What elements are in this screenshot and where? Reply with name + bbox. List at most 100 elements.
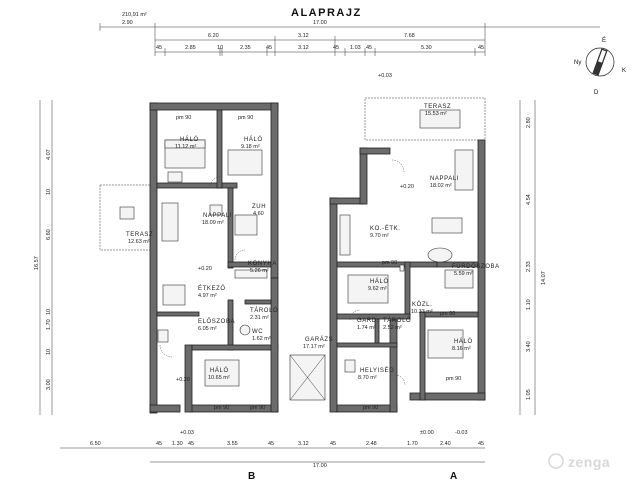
svg-text:8.16 m²: 8.16 m² [452,346,471,352]
left-dimensions: 4.07 10 6.60 16.57 10 1.70 10 3.00 [34,100,53,415]
svg-text:45: 45 [333,45,339,51]
svg-text:1.70: 1.70 [407,441,418,447]
svg-text:10: 10 [46,349,52,355]
svg-text:3.55: 3.55 [227,441,238,447]
terrace-a-outline [364,97,486,141]
svg-text:+0.20: +0.20 [400,184,414,190]
svg-text:1.70: 1.70 [46,319,52,330]
terrace-b-outline [99,184,151,251]
svg-text:ÉTKEZŐ: ÉTKEZŐ [198,285,226,292]
svg-text:16.57: 16.57 [34,256,40,270]
bottom-dimensions: 6.50 45 1.30 45 3.55 45 3.12 45 2.48 1.7… [60,441,485,469]
svg-text:TERASZ: TERASZ [126,232,153,238]
svg-text:2.40: 2.40 [440,441,451,447]
svg-text:GARÁZS: GARÁZS [305,336,333,343]
svg-text:KÖZL.: KÖZL. [412,301,432,308]
svg-text:FÜRDŐSZOBA: FÜRDŐSZOBA [452,263,500,270]
svg-text:45: 45 [188,441,194,447]
svg-text:9.62 m²: 9.62 m² [368,286,387,292]
svg-text:É: É [602,37,606,44]
svg-text:+0.03: +0.03 [180,430,194,436]
svg-text:ZUH: ZUH [252,204,266,210]
plan-title: ALAPRAJZ [291,7,362,19]
svg-text:pm 90: pm 90 [250,405,265,411]
svg-text:3.00: 3.00 [46,379,52,390]
svg-text:45: 45 [156,45,162,51]
svg-text:17.17 m²: 17.17 m² [303,344,325,350]
svg-text:5.30: 5.30 [421,45,432,51]
svg-text:pm 90: pm 90 [440,311,455,317]
svg-text:1.74 m²: 1.74 m² [357,325,376,331]
section-b-label: B [248,471,255,480]
svg-text:4.54: 4.54 [526,194,532,205]
svg-text:HÁLÓ: HÁLÓ [210,367,229,374]
svg-text:GARD.: GARD. [357,318,379,324]
svg-text:10.33 m²: 10.33 m² [411,309,433,315]
svg-text:10.65 m²: 10.65 m² [208,375,230,381]
svg-text:6.50: 6.50 [90,441,101,447]
svg-text:6.05 m²: 6.05 m² [198,326,217,332]
svg-text:9.70 m²: 9.70 m² [370,233,389,239]
svg-text:KONYHA: KONYHA [248,261,277,267]
svg-text:3.12: 3.12 [298,45,309,51]
svg-text:TERASZ: TERASZ [424,104,451,110]
svg-text:1.30: 1.30 [172,441,183,447]
svg-text:Ny: Ny [574,60,581,66]
svg-text:-0.03: -0.03 [455,430,468,436]
svg-text:NAPPALI: NAPPALI [430,176,459,182]
svg-text:+0.03: +0.03 [378,73,392,79]
svg-text:pm 90: pm 90 [238,115,253,121]
small-annotations: pm 90 pm 90 pm 90 pm 90 pm 90 pm 90 pm 9… [176,73,468,436]
room-kozl: KÖZL.10.33 m² [411,301,433,315]
svg-text:3.12: 3.12 [298,441,309,447]
svg-text:14.07: 14.07 [541,271,547,285]
svg-text:1.62 m²: 1.62 m² [252,336,271,342]
svg-text:9.18 m²: 9.18 m² [241,144,260,150]
room-wc-b: WC1.62 m² [252,329,271,342]
svg-text:K: K [622,68,626,74]
svg-text:NAPPALI: NAPPALI [203,213,232,219]
svg-text:1.03: 1.03 [350,45,361,51]
svg-text:TÁROLÓ: TÁROLÓ [250,307,278,314]
room-gard: GARD.1.74 m² [357,318,379,331]
zenga-logo: zenga [548,453,610,470]
svg-text:2.85: 2.85 [185,45,196,51]
svg-text:HÁLÓ: HÁLÓ [370,278,389,285]
svg-text:pm 90: pm 90 [214,405,229,411]
svg-text:2.35: 2.35 [240,45,251,51]
svg-text:HÁLÓ: HÁLÓ [180,136,199,143]
svg-text:45: 45 [268,441,274,447]
svg-text:18.09 m²: 18.09 m² [202,220,224,226]
svg-text:HELYISÉG: HELYISÉG [360,367,394,374]
svg-text:45: 45 [366,45,372,51]
svg-text:pm 90: pm 90 [446,376,461,382]
svg-text:45: 45 [330,441,336,447]
svg-text:15.53 m²: 15.53 m² [425,111,447,117]
small-note: 210,91 m² [122,12,147,18]
svg-text:45: 45 [478,45,484,51]
furniture-b [119,139,326,401]
svg-text:±0.00: ±0.00 [420,430,434,436]
svg-text:2.80: 2.80 [526,117,532,128]
furniture-a [339,109,474,373]
svg-text:7.68: 7.68 [404,33,415,39]
svg-text:zenga: zenga [568,454,610,470]
svg-text:4.07: 4.07 [46,149,52,160]
svg-text:6.60: 6.60 [46,229,52,240]
svg-text:pm 90: pm 90 [176,115,191,121]
svg-text:ELŐSZOBA: ELŐSZOBA [198,318,235,325]
svg-text:TÁROLÓ: TÁROLÓ [383,317,411,324]
doors [159,159,406,386]
svg-text:10: 10 [46,309,52,315]
svg-text:10: 10 [46,189,52,195]
